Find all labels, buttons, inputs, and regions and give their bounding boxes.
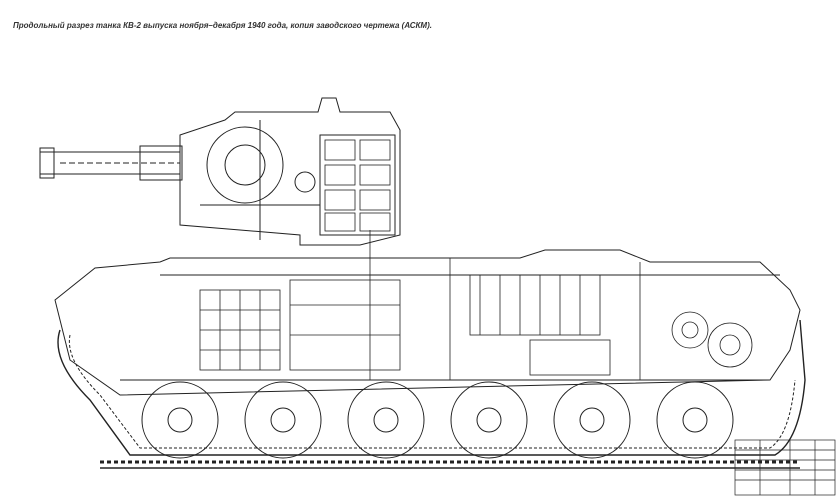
- road-wheel: [553, 381, 631, 459]
- road-wheels: [141, 381, 734, 459]
- ground-line: [100, 460, 800, 469]
- title-block: [734, 439, 836, 496]
- gun-barrel: [39, 145, 183, 181]
- road-wheel: [244, 381, 322, 459]
- road-wheel: [347, 381, 425, 459]
- road-wheel: [450, 381, 528, 459]
- road-wheel: [656, 381, 734, 459]
- figure-caption: Продольный разрез танка КВ-2 выпуска ноя…: [13, 21, 432, 30]
- track: [57, 319, 806, 456]
- turret: [179, 97, 401, 246]
- road-wheel: [141, 381, 219, 459]
- hull: [54, 230, 801, 396]
